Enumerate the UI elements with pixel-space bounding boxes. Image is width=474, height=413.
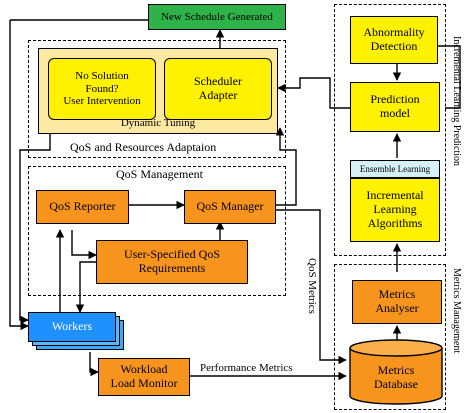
qos-reporter-box: QoS Reporter <box>36 190 129 224</box>
qos-management-label: QoS Management <box>116 167 203 181</box>
new-schedule-box: New Schedule Generated <box>148 4 286 30</box>
user-qos-box: User-Specified QoS Requirements <box>96 240 248 284</box>
qos-metrics-label: QoS Metrics <box>306 258 318 314</box>
metrics-database-line1: Metrics <box>377 363 415 378</box>
incremental-line1: Incremental <box>366 188 424 203</box>
dynamic-tuning-label: Dynamic Tuning <box>120 117 196 130</box>
prediction-model-box: Prediction model <box>350 82 440 132</box>
workers-box: Workers <box>28 312 116 342</box>
metrics-analyser-line1: Metrics <box>378 287 416 302</box>
scheduler-adapter-line1: Scheduler <box>194 74 242 89</box>
new-schedule-label: New Schedule Generated <box>161 10 273 23</box>
ensemble-learning-label: Ensemble Learning <box>359 163 431 174</box>
abnormality-detection-box: Abnormality Detection <box>350 16 438 64</box>
user-qos-line1: User-Specified QoS <box>123 247 221 262</box>
scheduler-adapter-line2: Adapter <box>198 88 238 102</box>
no-solution-line3: User Intervention <box>63 95 141 108</box>
workload-monitor-line1: Workload <box>120 362 168 377</box>
qos-manager-label: QoS Manager <box>196 199 264 214</box>
ensemble-learning-box: Ensemble Learning <box>350 160 440 178</box>
no-solution-line1: No Solution <box>75 70 129 83</box>
qos-management-group <box>28 166 286 296</box>
no-solution-box: No Solution Found? User Intervention <box>48 58 156 120</box>
incremental-line2: Learning <box>373 202 417 217</box>
incremental-algorithms-box: Incremental Learning Algorithms <box>350 178 440 242</box>
prediction-model-line1: Prediction <box>370 92 420 107</box>
abnormality-line2: Detection <box>370 39 418 53</box>
performance-metrics-label: Performance Metrics <box>200 362 293 374</box>
metrics-analyser-line2: Analyser <box>375 301 419 315</box>
qos-reporter-label: QoS Reporter <box>49 199 116 214</box>
metrics-database-icon <box>349 339 443 405</box>
qos-adaptation-group <box>28 40 286 158</box>
workers-label: Workers <box>51 319 93 334</box>
metrics-management-group <box>334 264 446 410</box>
qos-manager-box: QoS Manager <box>184 190 276 224</box>
metrics-management-label: Metrics Management <box>451 268 462 354</box>
incremental-prediction-group <box>334 4 446 256</box>
no-solution-line2: Found? <box>85 82 119 95</box>
user-qos-line2: Requirements <box>138 261 206 275</box>
workload-monitor-box: Workload Load Monitor <box>98 358 190 396</box>
metrics-database-line2: Database <box>374 377 418 391</box>
qos-adaptation-label: QoS and Resources Adaptaion <box>70 140 217 154</box>
abnormality-line1: Abnormality <box>363 25 425 40</box>
metrics-analyser-box: Metrics Analyser <box>352 280 442 324</box>
workload-monitor-line2: Load Monitor <box>110 376 178 390</box>
prediction-model-line2: model <box>380 106 410 120</box>
incremental-prediction-label: Incremental Learning Prediction <box>451 36 462 166</box>
scheduler-adapter-box: Scheduler Adapter <box>164 58 272 120</box>
metrics-database-text: Metrics Database <box>346 356 446 400</box>
incremental-line3: Algorithms <box>367 215 423 230</box>
